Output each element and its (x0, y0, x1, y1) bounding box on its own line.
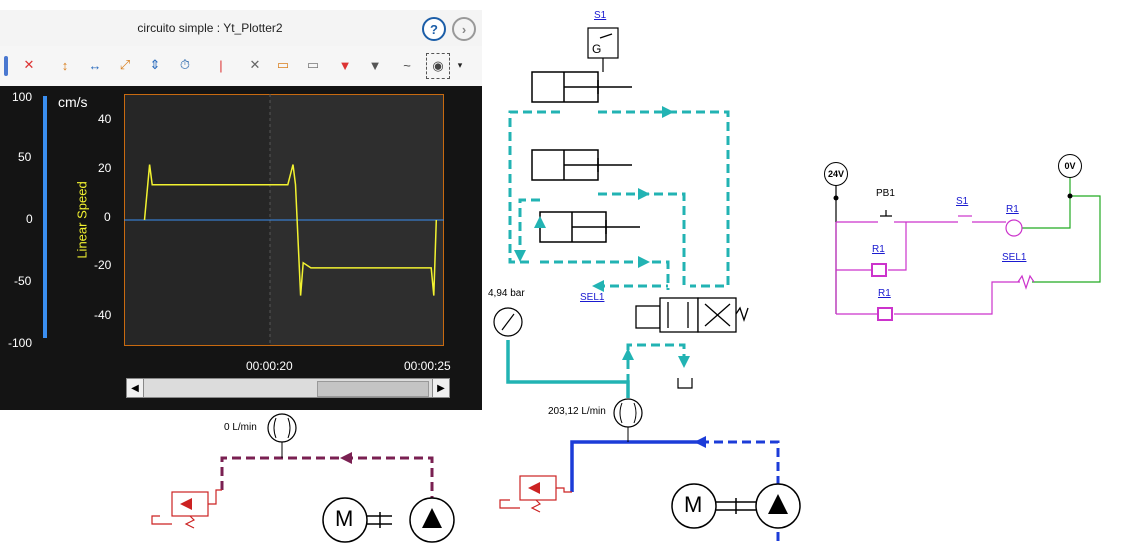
marker-remove-icon[interactable]: ▼ (368, 57, 382, 73)
pump-right[interactable] (755, 483, 801, 529)
help-button[interactable]: ? (422, 17, 446, 41)
zoom-y-icon[interactable]: ↕ (61, 57, 69, 73)
label-s1-switch[interactable]: S1 (956, 196, 969, 207)
window-title: circuito simple : Yt_Plotter2 (137, 21, 283, 35)
inner-tick-neg40: -40 (94, 308, 112, 322)
label-sel1-solenoid[interactable]: SEL1 (1002, 252, 1027, 263)
relief-valve-right[interactable] (499, 475, 572, 513)
supply-24v[interactable]: 24V (824, 162, 848, 186)
motor-left[interactable] (322, 497, 392, 543)
eye-icon[interactable]: ◉ (426, 53, 450, 79)
zoom-x-icon[interactable]: ↔ (88, 57, 102, 73)
motor-right-label: M (684, 492, 703, 517)
cylinder-middle[interactable] (531, 149, 632, 181)
next-button[interactable]: › (452, 17, 476, 41)
pump-line-right (570, 427, 780, 546)
comment-add-icon[interactable]: ▭ (276, 57, 290, 72)
curve-eye-icon[interactable]: ~ (403, 57, 411, 73)
plot-area[interactable]: 100 50 0 -50 -100 cm/s Linear Speed 40 2… (0, 86, 482, 410)
cursor-remove-icon[interactable]: ✕ (249, 57, 261, 72)
plotter-window[interactable]: circuito simple : Yt_Plotter2 ? › ✕ ↕ ↔ … (0, 10, 482, 410)
overflow-icon[interactable]: ▾ (457, 59, 463, 70)
plotter-toolbar: ✕ ↕ ↔ ⤢ ⇕ ⏱ | ✕ ▭ ▭ ▼ ▼ ~ ◉ ▾ (0, 46, 482, 87)
zoom-xy-icon[interactable]: ⤢ (119, 57, 131, 72)
motor-left-label: M (335, 506, 354, 531)
pressure-gauge[interactable] (493, 307, 523, 337)
speed-chart[interactable] (124, 94, 444, 346)
cylinder-bottom[interactable] (539, 211, 640, 243)
left-tick-neg50: -50 (14, 274, 32, 288)
relief-valve-left[interactable] (151, 489, 222, 529)
reset-zoom-icon[interactable]: ✕ (23, 57, 35, 72)
flow-reading-left: 0 L/min (224, 422, 257, 433)
y-axis-title: Linear Speed (74, 181, 90, 259)
label-r1-contact-a[interactable]: R1 (872, 244, 885, 255)
series-line (143, 164, 438, 296)
label-s1-top[interactable]: S1 (594, 10, 607, 21)
cursor-add-icon[interactable]: | (219, 57, 223, 73)
scroll-right-button[interactable]: ▶ (432, 379, 449, 397)
supply-line (506, 340, 630, 398)
sensor-g-label: G (592, 42, 602, 56)
flow-arrows (514, 106, 690, 368)
scroll-thumb[interactable] (317, 381, 429, 397)
label-sel1-valve[interactable]: SEL1 (580, 292, 605, 303)
inner-tick-neg20: -20 (94, 258, 112, 272)
clock-icon[interactable]: ⏱ (179, 57, 191, 72)
time-tick-20: 00:00:20 (246, 359, 293, 373)
label-pb1: PB1 (876, 188, 895, 199)
label-r1-contact-b[interactable]: R1 (878, 288, 891, 299)
unit-label: cm/s (58, 94, 88, 110)
left-tick-neg100: -100 (8, 336, 33, 350)
sensor-box[interactable] (587, 27, 619, 72)
tank-symbol (677, 378, 693, 389)
motor-right[interactable] (671, 483, 756, 529)
left-tick-50: 50 (18, 150, 32, 164)
toolbar-edge-marker (4, 56, 8, 76)
scroll-left-button[interactable]: ◀ (127, 379, 144, 397)
label-r1-coil[interactable]: R1 (1006, 204, 1019, 215)
flow-reading-right: 203,12 L/min (548, 406, 606, 417)
left-axis-bar (43, 96, 47, 338)
inner-tick-20: 20 (98, 161, 112, 175)
cylinder-top[interactable] (531, 71, 632, 103)
inner-tick-0: 0 (104, 210, 111, 224)
pump-left[interactable] (409, 497, 455, 543)
flow-meter-left[interactable] (267, 413, 297, 443)
directional-valve[interactable] (635, 297, 749, 333)
time-tick-25: 00:00:25 (404, 359, 451, 373)
flow-meter-right[interactable] (613, 398, 643, 428)
left-tick-0: 0 (26, 212, 33, 226)
comment-remove-icon[interactable]: ▭ (306, 57, 320, 72)
pump-line-left (220, 442, 434, 510)
left-tick-100: 100 (12, 90, 33, 104)
marker-add-icon[interactable]: ▼ (338, 57, 352, 73)
fit-icon[interactable]: ⇕ (149, 57, 161, 72)
supply-0v[interactable]: 0V (1058, 154, 1082, 178)
window-titlebar[interactable]: circuito simple : Yt_Plotter2 ? › (0, 10, 482, 47)
horizontal-scrollbar[interactable]: ◀ ▶ (126, 378, 450, 398)
electrical-circuit (833, 176, 1101, 321)
pressure-reading: 4,94 bar (488, 288, 525, 299)
inner-tick-40: 40 (98, 112, 112, 126)
